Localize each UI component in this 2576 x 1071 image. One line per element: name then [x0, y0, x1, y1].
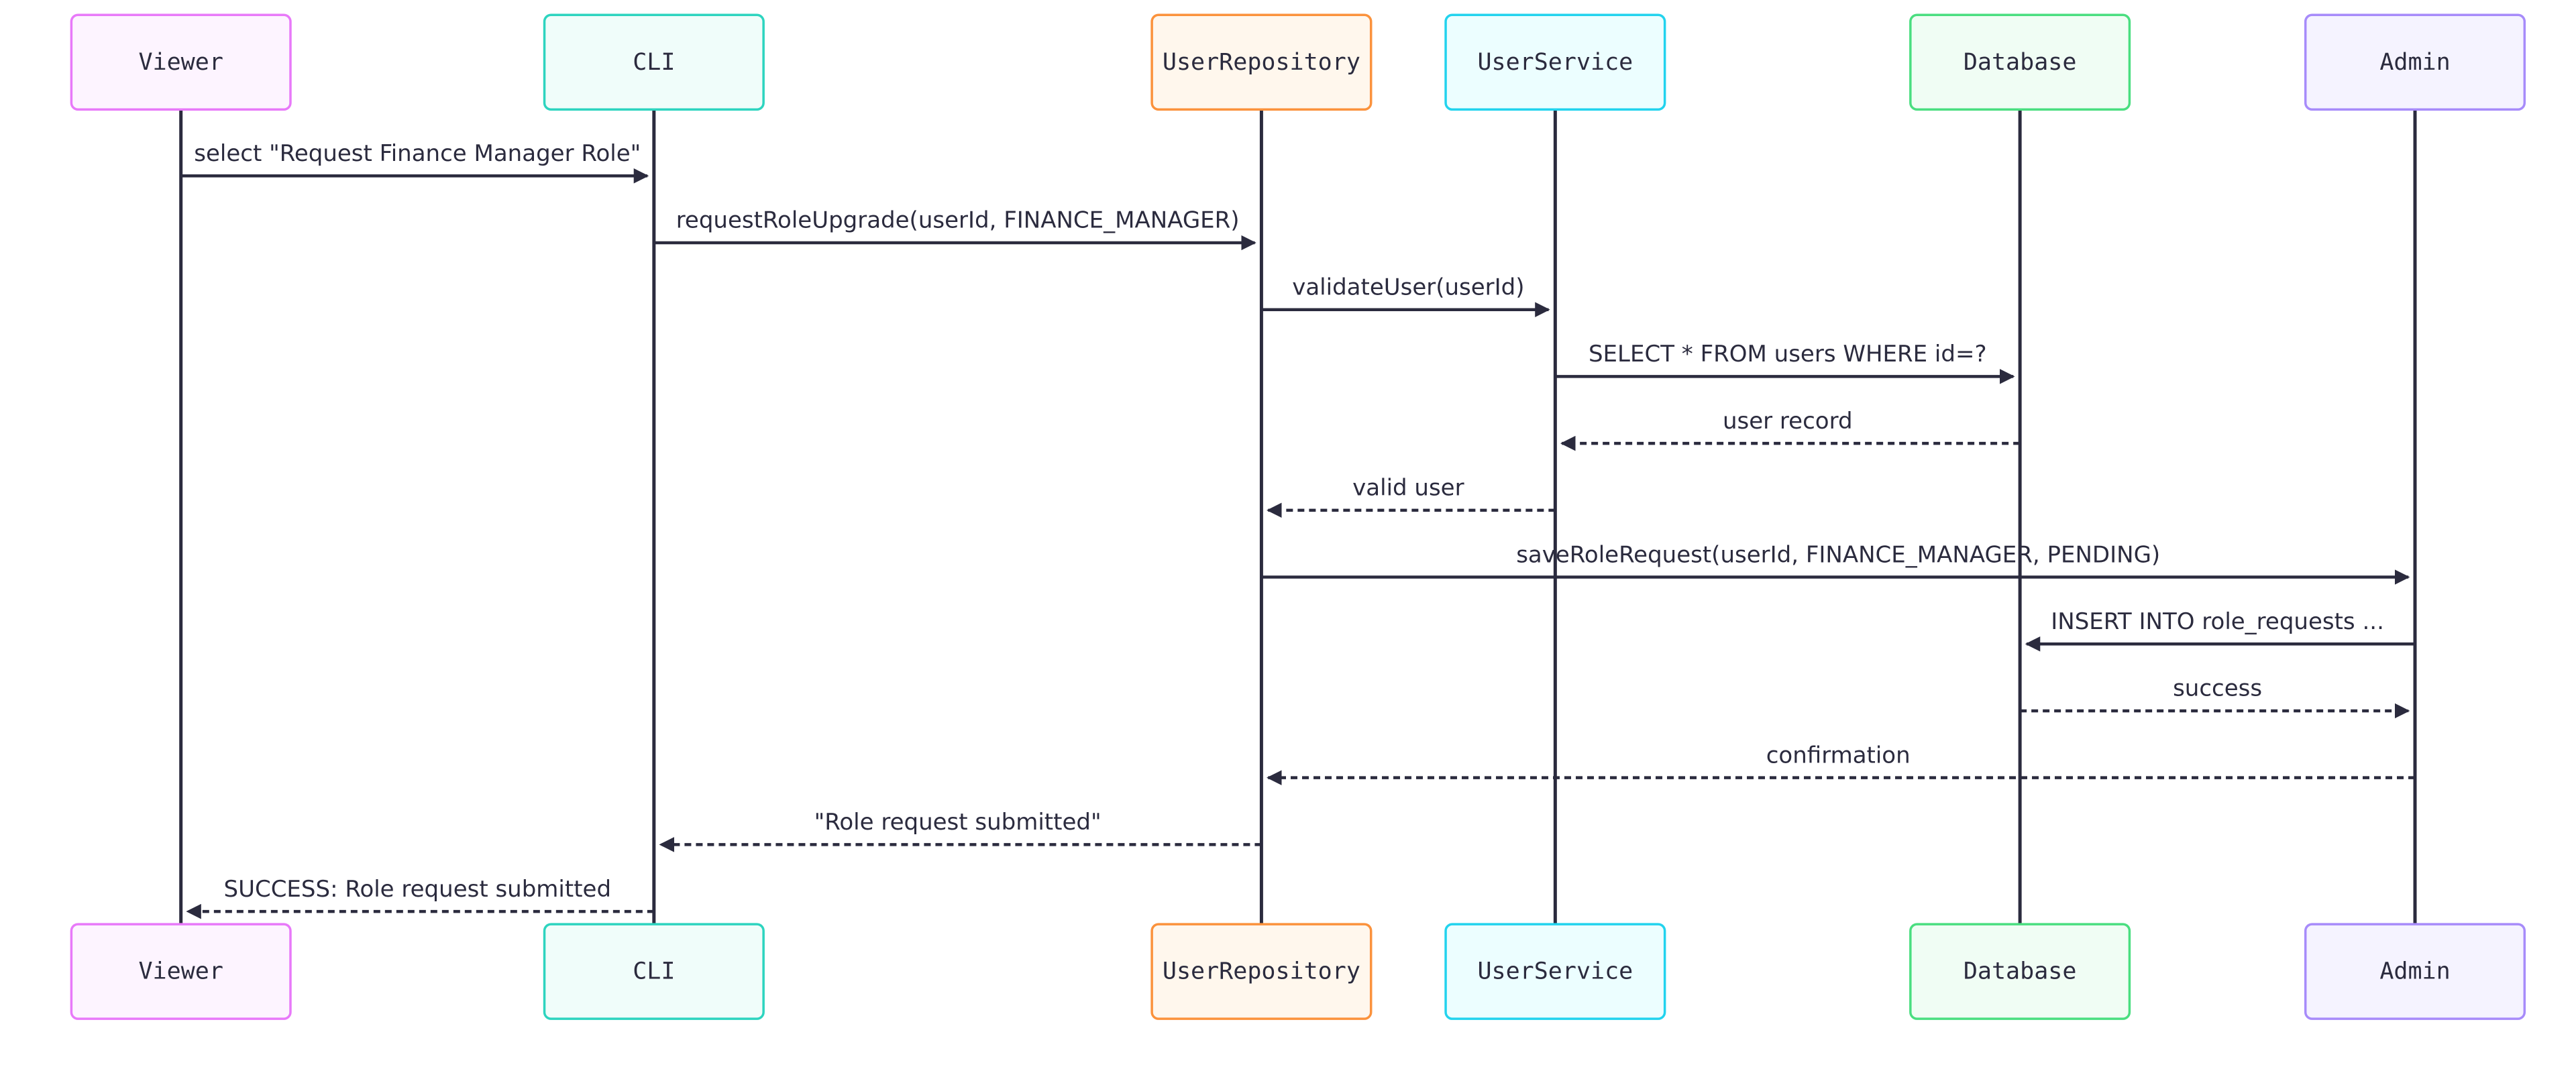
actor-userrepository-bottom: UserRepository — [1150, 923, 1373, 1020]
actor-box — [1444, 13, 1666, 111]
message-8: INSERT INTO role_requests ... — [2025, 608, 2415, 652]
message-6: valid user — [1267, 475, 1556, 518]
actor-label: UserService — [1477, 49, 1633, 76]
message-label: SELECT * FROM users WHERE id=? — [1589, 341, 1987, 368]
actor-box — [1909, 923, 2131, 1020]
actor-label: Admin — [2379, 958, 2450, 985]
actors-top: Viewer CLI UserRepository UserService Databa… — [70, 13, 2526, 111]
actor-box — [1150, 923, 1373, 1020]
actor-label: Viewer — [138, 958, 223, 985]
message-label: select "Request Finance Manager Role" — [194, 140, 641, 167]
message-11: "Role request submitted" — [659, 809, 1262, 852]
actor-box — [1444, 923, 1666, 1020]
message-12: SUCCESS: Role request submitted — [186, 876, 654, 919]
message-9: success — [2020, 675, 2410, 719]
actor-userrepository-top: UserRepository — [1150, 13, 1373, 111]
actor-box — [1150, 13, 1373, 111]
message-label: requestRoleUpgrade(userId, FINANCE_MANAG… — [676, 207, 1240, 234]
actor-label: Database — [1964, 49, 2077, 76]
message-3: validateUser(userId) — [1261, 274, 1550, 317]
actor-box — [543, 13, 765, 111]
actor-cli-bottom: CLI — [543, 923, 765, 1020]
message-label: success — [2173, 675, 2262, 702]
actor-label: Admin — [2379, 49, 2450, 76]
actor-box — [543, 923, 765, 1020]
actor-label: CLI — [633, 49, 675, 76]
lifelines — [179, 109, 2417, 925]
message-label: saveRoleRequest(userId, FINANCE_MANAGER,… — [1516, 541, 2160, 568]
message-7: saveRoleRequest(userId, FINANCE_MANAGER,… — [1261, 541, 2410, 585]
actor-box — [1909, 13, 2131, 111]
message-label: valid user — [1352, 475, 1464, 502]
actor-label: UserService — [1477, 958, 1633, 985]
actor-box — [70, 923, 292, 1020]
actor-database-top: Database — [1909, 13, 2131, 111]
messages: select "Request Finance Manager Role" req… — [180, 140, 2415, 919]
actor-box — [2304, 923, 2526, 1020]
message-1: select "Request Finance Manager Role" — [180, 140, 649, 184]
message-label: user record — [1723, 408, 1853, 435]
actor-label: UserRepository — [1163, 958, 1360, 985]
message-label: SUCCESS: Role request submitted — [223, 876, 611, 903]
actor-box — [70, 13, 292, 111]
actor-viewer-top: Viewer — [70, 13, 292, 111]
actor-label: Viewer — [138, 49, 223, 76]
actor-admin-top: Admin — [2304, 13, 2526, 111]
message-2: requestRoleUpgrade(userId, FINANCE_MANAG… — [653, 207, 1256, 251]
actor-label: CLI — [633, 958, 675, 985]
actor-viewer-bottom: Viewer — [70, 923, 292, 1020]
message-label: confirmation — [1766, 742, 1911, 769]
actor-userservice-bottom: UserService — [1444, 923, 1666, 1020]
actor-database-bottom: Database — [1909, 923, 2131, 1020]
actor-box — [2304, 13, 2526, 111]
actor-admin-bottom: Admin — [2304, 923, 2526, 1020]
actor-userservice-top: UserService — [1444, 13, 1666, 111]
actor-label: UserRepository — [1163, 49, 1360, 76]
message-10: confirmation — [1267, 742, 2415, 785]
message-label: "Role request submitted" — [814, 809, 1102, 836]
actors-bottom: Viewer CLI UserRepository UserService Databa… — [70, 923, 2526, 1020]
actor-label: Database — [1964, 958, 2077, 985]
message-4: SELECT * FROM users WHERE id=? — [1555, 341, 2015, 384]
message-label: validateUser(userId) — [1292, 274, 1524, 300]
actor-cli-top: CLI — [543, 13, 765, 111]
message-label: INSERT INTO role_requests ... — [2051, 608, 2384, 635]
message-5: user record — [1560, 408, 2021, 451]
